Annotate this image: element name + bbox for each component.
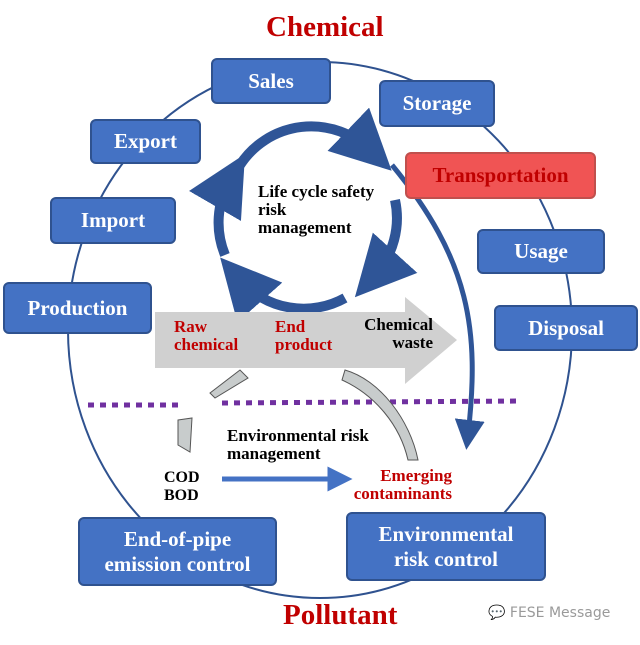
title-chemical: Chemical <box>266 11 384 43</box>
flow-end-product: End product <box>275 317 333 354</box>
flow-chemical-waste: Chemical waste <box>364 315 433 352</box>
stage-usage[interactable]: Usage <box>477 229 605 274</box>
chemical-flow-arrow <box>155 297 457 384</box>
stage-end-of-pipe[interactable]: End-of-pipe emission control <box>78 517 277 586</box>
stage-env-risk-control[interactable]: Environmental risk control <box>346 512 546 581</box>
waste-to-risk-arrow <box>390 163 485 450</box>
bridge-icons <box>177 369 419 461</box>
stage-export[interactable]: Export <box>90 119 201 164</box>
stage-production[interactable]: Production <box>3 282 152 334</box>
watermark-text: FESE Message <box>509 605 611 621</box>
cycle-label: Life cycle safety risk management <box>258 182 375 237</box>
title-pollutant: Pollutant <box>283 599 398 631</box>
watermark: 💬 FESE Message <box>488 605 610 621</box>
stage-import[interactable]: Import <box>50 197 176 244</box>
emerging-contaminants-label: Emerging contaminants <box>353 466 452 503</box>
flow-raw-chemical: Raw chemical <box>174 317 239 354</box>
cycle-arrows <box>189 107 418 323</box>
bod-label: BOD <box>164 487 199 504</box>
stage-disposal[interactable]: Disposal <box>494 305 638 351</box>
wechat-icon: 💬 <box>488 605 510 621</box>
stage-sales[interactable]: Sales <box>211 58 331 104</box>
stage-storage[interactable]: Storage <box>379 80 495 127</box>
divider-line <box>88 398 521 408</box>
stage-transportation[interactable]: Transportation <box>405 152 596 199</box>
env-risk-management-label: Environmental risk management <box>227 426 369 463</box>
cod-label: COD <box>164 469 200 486</box>
